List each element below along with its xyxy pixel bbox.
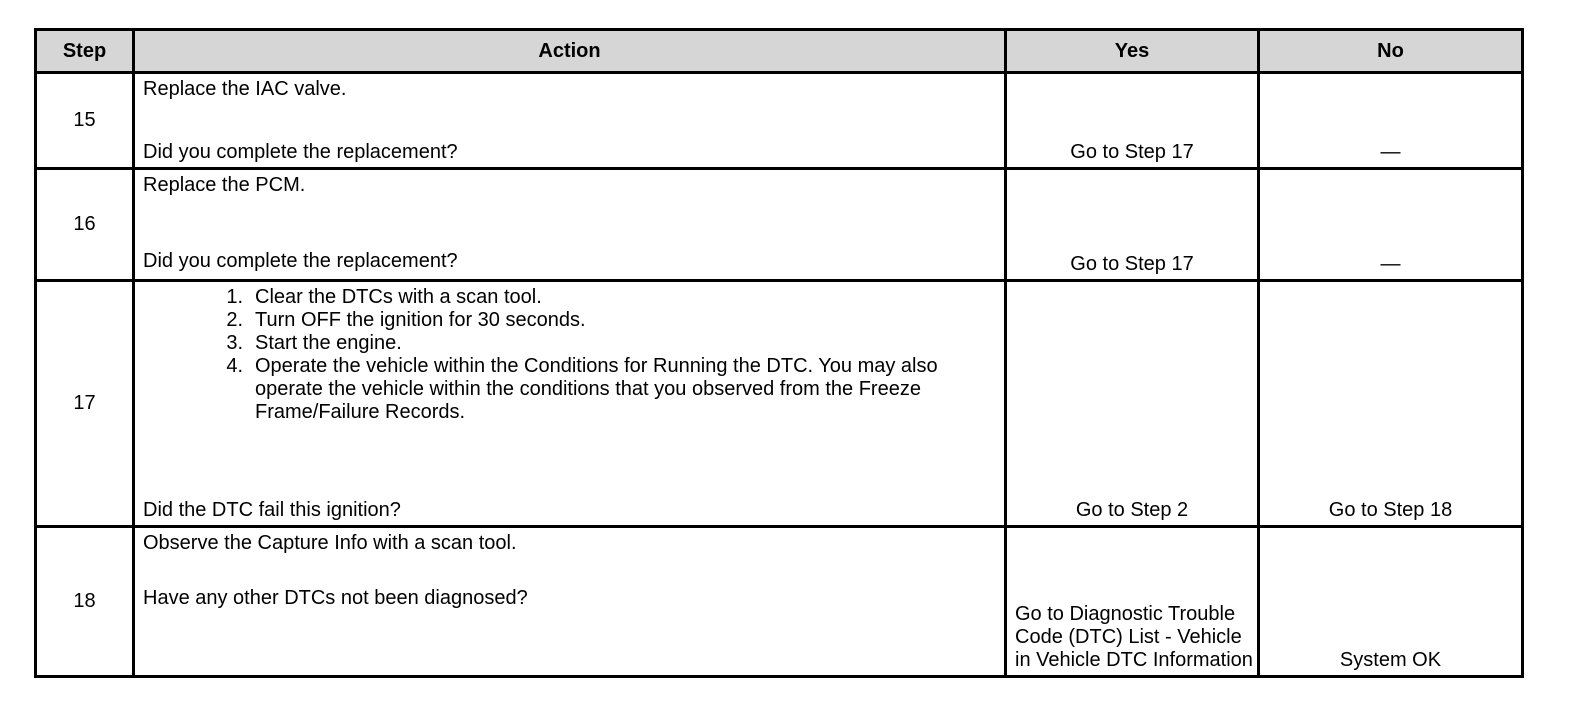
yes-result: Go to Step 17 (1004, 167, 1260, 282)
step-number: 18 (34, 525, 135, 678)
step-number: 16 (34, 167, 135, 282)
table-row: 17 Clear the DTCs with a scan tool. Turn… (34, 279, 1524, 528)
step-number: 15 (34, 71, 135, 170)
diagnostic-table: Step Action Yes No 15 Replace the IAC va… (34, 28, 1524, 678)
list-item: Turn OFF the ignition for 30 seconds. (243, 309, 996, 332)
yes-result: Go to Step 2 (1004, 279, 1260, 528)
no-result: Go to Step 18 (1257, 279, 1524, 528)
action-instruction: Replace the PCM. (143, 174, 306, 196)
no-result: — (1257, 167, 1524, 282)
no-result: System OK (1257, 525, 1524, 678)
list-item: Start the engine. (243, 332, 996, 355)
header-step: Step (34, 28, 135, 74)
table-row: 16 Replace the PCM. Did you complete the… (34, 167, 1524, 282)
action-instruction: Replace the IAC valve. (143, 78, 347, 100)
step-number: 17 (34, 279, 135, 528)
header-no: No (1257, 28, 1524, 74)
yes-result-text: Go to Diagnostic Trouble Code (DTC) List… (1015, 603, 1253, 671)
header-yes: Yes (1004, 28, 1260, 74)
table-row: 18 Observe the Capture Info with a scan … (34, 525, 1524, 678)
action-question: Did the DTC fail this ignition? (143, 499, 401, 521)
list-item: Clear the DTCs with a scan tool. (243, 286, 996, 309)
action-cell: Clear the DTCs with a scan tool. Turn OF… (132, 279, 1007, 528)
action-cell: Replace the IAC valve. Did you complete … (132, 71, 1007, 170)
action-question: Did you complete the replacement? (143, 250, 458, 272)
header-row: Step Action Yes No (34, 28, 1524, 74)
action-cell: Observe the Capture Info with a scan too… (132, 525, 1007, 678)
table-row: 15 Replace the IAC valve. Did you comple… (34, 71, 1524, 170)
yes-result: Go to Diagnostic Trouble Code (DTC) List… (1004, 525, 1260, 678)
header-action: Action (132, 28, 1007, 74)
yes-result: Go to Step 17 (1004, 71, 1260, 170)
action-instruction: Observe the Capture Info with a scan too… (143, 532, 517, 554)
action-cell: Replace the PCM. Did you complete the re… (132, 167, 1007, 282)
action-question: Did you complete the replacement? (143, 141, 458, 163)
list-item: Operate the vehicle within the Condition… (243, 355, 996, 424)
no-result: — (1257, 71, 1524, 170)
procedure-list: Clear the DTCs with a scan tool. Turn OF… (143, 286, 996, 424)
action-question: Have any other DTCs not been diagnosed? (143, 587, 528, 609)
